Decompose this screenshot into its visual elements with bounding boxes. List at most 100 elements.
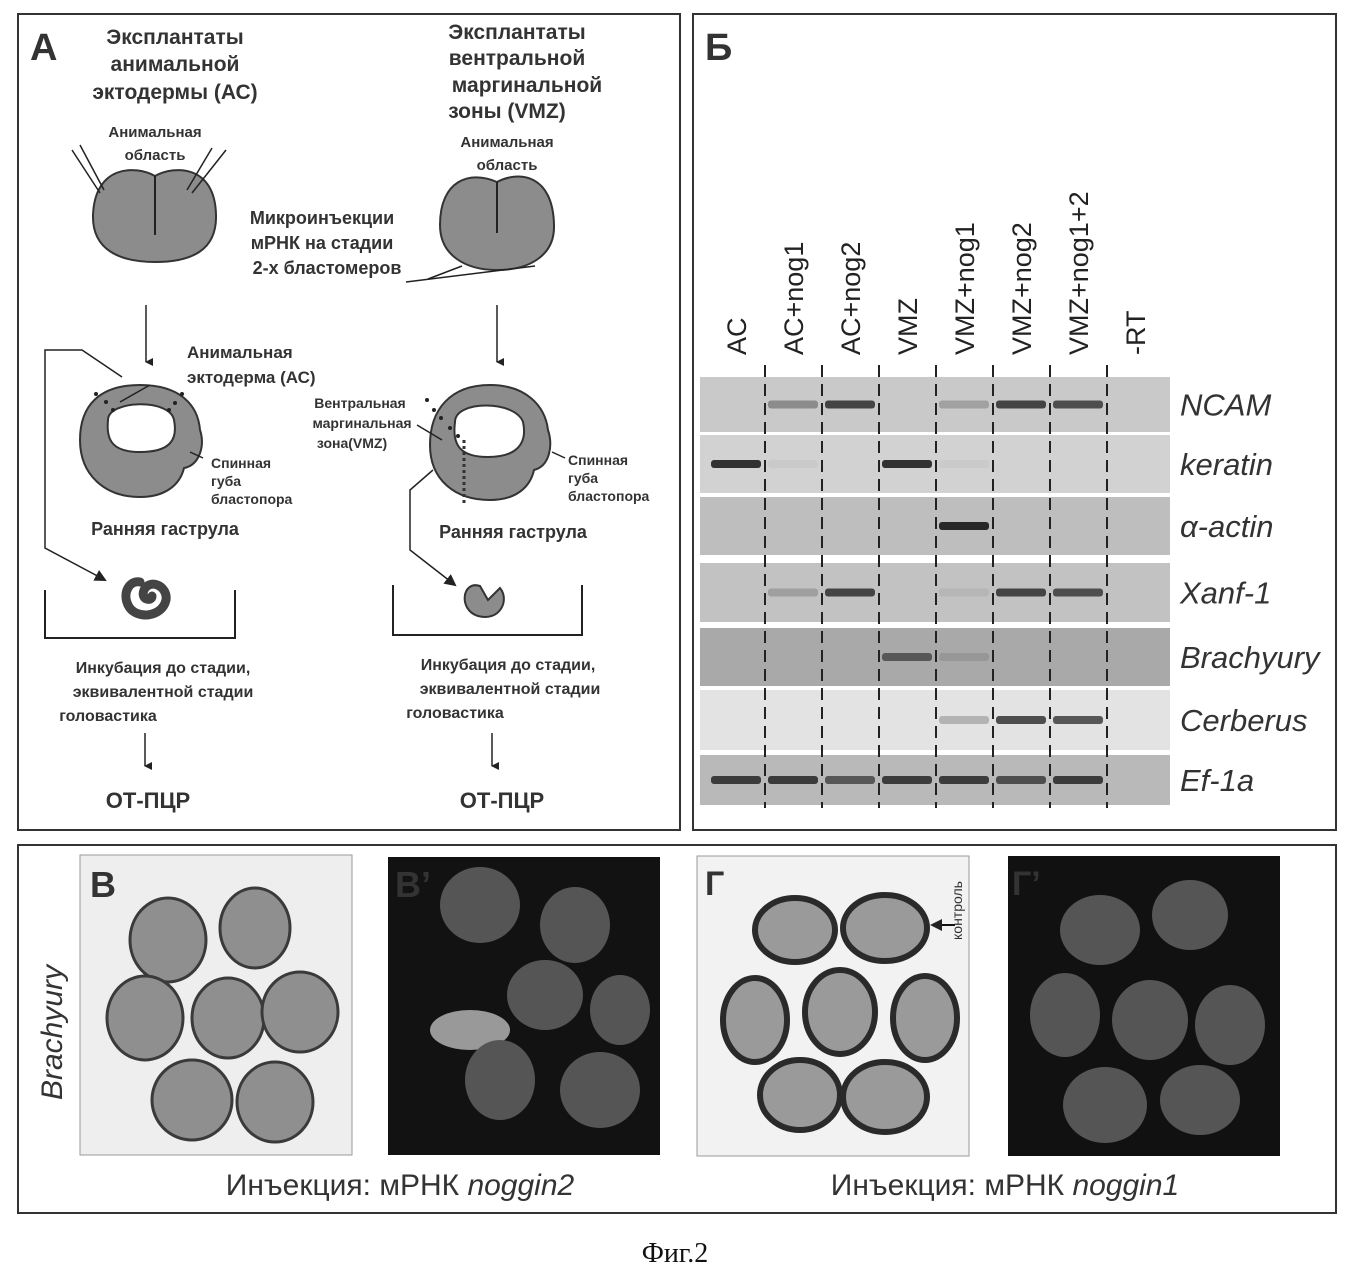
gel-band — [939, 460, 989, 468]
photo-letter: В’ — [395, 864, 431, 905]
dorsal-lip-line: Спинная — [568, 452, 628, 468]
lane-label: -RT — [1121, 311, 1151, 356]
caption-right: Инъекция: мРНК noggin1 — [831, 1169, 1179, 1202]
brachyury-side-label: Brachyury — [36, 963, 69, 1100]
gel-row: Cerberus — [700, 690, 1308, 750]
gel-band — [996, 776, 1046, 784]
gel: NCAM keratin α-actinXanf-1BrachyuryCerberu… — [700, 365, 1322, 808]
gel-band — [882, 776, 932, 784]
gel-row: Brachyury — [700, 628, 1322, 686]
early-gastrula-left — [45, 350, 203, 580]
animal-ectoderm-line: эктодерма (АС) — [187, 368, 316, 387]
gel-band — [1053, 589, 1103, 597]
early-gastrula-label: Ранняя гаструла — [439, 522, 588, 542]
gene-label: Brachyury — [1180, 640, 1322, 675]
gene-label: keratin — [1180, 447, 1273, 482]
gel-band — [1053, 716, 1103, 724]
animal-region-label: Анимальная — [460, 134, 553, 151]
dorsal-lip-line: губа — [568, 470, 598, 486]
incubation-label-right: Инкубация до стадии, эквивалентной стади… — [406, 657, 600, 722]
gel-band — [939, 653, 989, 661]
panel-b-letter: Б — [705, 27, 732, 69]
dorsal-lip-label-right: Спинная губа бластопора — [568, 452, 650, 504]
lane-label: VMZ — [893, 298, 923, 355]
photo-v: В — [80, 855, 352, 1155]
photo-g: Г контроль — [697, 856, 969, 1156]
dorsal-lip-line: бластопора — [211, 491, 293, 507]
lane-label: VMZ+nog2 — [1007, 222, 1037, 355]
panel-a-letter: А — [30, 27, 57, 69]
incubation-line: Инкубация до стадии, — [421, 657, 596, 674]
incubation-line: головастика — [59, 708, 157, 725]
animal-ectoderm-label: Анимальная эктодерма (АС) — [187, 343, 316, 387]
gene-label: NCAM — [1180, 388, 1271, 423]
gel-band — [882, 653, 932, 661]
gene-label: α-actin — [1180, 509, 1273, 544]
photo-letter: В — [90, 864, 116, 905]
incubation-line: Инкубация до стадии, — [76, 660, 251, 677]
incubation-line: головастика — [406, 705, 504, 722]
left-title-line: эктодермы (АС) — [92, 81, 257, 104]
right-title-line: маргинальной — [452, 74, 602, 97]
animal-region-label: область — [477, 157, 538, 174]
caption-prefix: Инъекция: мРНК — [831, 1169, 1073, 1202]
gel-band — [939, 716, 989, 724]
dorsal-lip-line: бластопора — [568, 488, 650, 504]
microinjection-line: мРНК на стадии — [251, 233, 394, 253]
panel-a: А Эксплантаты анимальной эктодермы (АС) … — [18, 14, 680, 830]
dorsal-lip-line: губа — [211, 473, 241, 489]
microinjection-line: 2-х бластомеров — [253, 258, 402, 278]
caption-prefix: Инъекция: мРНК — [226, 1169, 468, 1202]
gel-band — [996, 401, 1046, 409]
gel-band — [825, 776, 875, 784]
gel-band — [1053, 776, 1103, 784]
vmz-line: маргинальная — [312, 415, 411, 431]
figure-caption: Фиг.2 — [642, 1238, 708, 1269]
gel-row: α-actin — [700, 497, 1273, 555]
left-title-line: анимальной — [111, 53, 240, 76]
photo-letter: Г — [705, 865, 724, 903]
gel-band — [768, 589, 818, 597]
lane-label: VMZ+nog1 — [950, 222, 980, 355]
incubation-line: эквивалентной стадии — [73, 684, 254, 701]
gel-row: NCAM — [700, 377, 1271, 432]
gel-band — [882, 460, 932, 468]
dorsal-lip-label-left: Спинная губа бластопора — [211, 455, 293, 507]
lane-label: VMZ+nog1+2 — [1064, 191, 1094, 355]
left-title: Эксплантаты анимальной эктодермы (АС) — [92, 26, 257, 104]
gene-label: Xanf-1 — [1179, 576, 1271, 611]
animal-region-label: область — [125, 147, 186, 164]
caption-gene: noggin2 — [467, 1169, 574, 1202]
gel-row: Xanf-1 — [700, 563, 1271, 622]
gel-band — [939, 522, 989, 530]
animal-ectoderm-line: Анимальная — [187, 343, 293, 362]
lane-label: AC+nog2 — [836, 242, 866, 355]
caption-gene: noggin1 — [1072, 1169, 1179, 1202]
vmz-line: Вентральная — [314, 395, 405, 411]
microinjection-line: Микроинъекции — [250, 208, 394, 228]
lane-label: AC — [722, 317, 752, 355]
early-gastrula-label: Ранняя гаструла — [91, 519, 240, 539]
right-title-line: Эксплантаты — [448, 21, 585, 44]
culture-dish-right — [393, 585, 582, 635]
gene-label: Cerberus — [1180, 703, 1308, 738]
gel-band — [768, 401, 818, 409]
gel-band — [768, 460, 818, 468]
animal-region-label: Анимальная — [108, 124, 201, 141]
vmz-label: Вентральная маргинальная зона(VMZ) — [312, 395, 411, 451]
gel-band — [768, 776, 818, 784]
panel-b: Б ACAC+nog1AC+nog2VMZVMZ+nog1VMZ+nog2VMZ… — [693, 14, 1336, 830]
gel-row: keratin — [700, 435, 1273, 493]
gel-band — [825, 401, 875, 409]
dorsal-lip-line: Спинная — [211, 455, 271, 471]
right-title: Эксплантаты вентральной маргинальной зон… — [448, 21, 602, 123]
culture-dish-left — [45, 582, 235, 638]
panel-c: Brachyury В В’ — [18, 845, 1336, 1213]
vmz-line: зона(VMZ) — [317, 435, 387, 451]
microinjection-label: Микроинъекции мРНК на стадии 2-х бластом… — [250, 208, 402, 278]
gel-band — [939, 401, 989, 409]
early-gastrula-right — [410, 385, 565, 585]
control-label: контроль — [949, 881, 965, 940]
photo-v-prime: В’ — [388, 857, 660, 1155]
